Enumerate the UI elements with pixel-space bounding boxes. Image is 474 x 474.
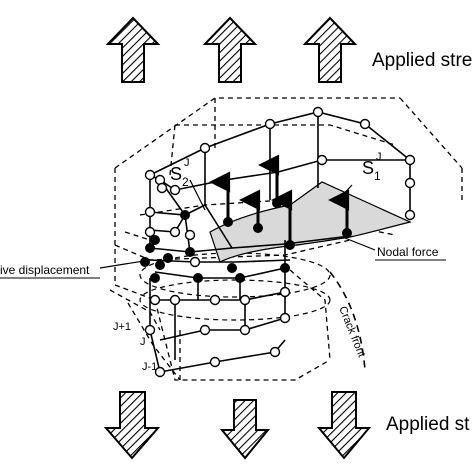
nodal-force-arrows — [209, 154, 350, 245]
hatched-arrow-down-icon — [103, 391, 161, 460]
s2-label-base: S — [170, 164, 182, 184]
s1-label-base: S — [362, 158, 374, 178]
dashed-ellipse-lower — [139, 279, 331, 321]
leader-lines — [99, 179, 376, 371]
bottom-applied-stress-arrows — [103, 391, 372, 460]
nodal-force-label: Nodal force — [377, 245, 439, 259]
top-applied-stress-arrows — [105, 16, 358, 83]
hatched-arrow-down-icon — [316, 391, 372, 460]
s2-label-sup: J — [184, 157, 190, 169]
hatched-arrow-down-icon — [219, 399, 271, 460]
s1-label-sub: 1 — [374, 169, 381, 183]
hatched-arrow-up-icon — [105, 16, 161, 83]
dashed-ellipse-upper — [139, 252, 331, 298]
open-nodes — [144, 106, 416, 378]
filled-nodes — [140, 198, 352, 283]
relative-displacement-label: ive displacement — [0, 263, 90, 277]
hatched-arrow-up-icon — [302, 16, 358, 83]
applied-stress-top-label: Applied stre — [372, 50, 472, 71]
s1-label-sup: J — [376, 151, 382, 163]
layer-j-label: J — [140, 336, 146, 348]
layer-j-minus-1-label: J-1 — [142, 361, 157, 373]
layer-j-plus-1-label: J+1 — [113, 321, 131, 333]
s2-label-sub: 2 — [182, 175, 189, 189]
hatched-arrow-up-icon — [202, 16, 258, 83]
applied-stress-bottom-label: Applied st — [386, 414, 470, 435]
crack-front-label: Crack front — [336, 305, 367, 359]
